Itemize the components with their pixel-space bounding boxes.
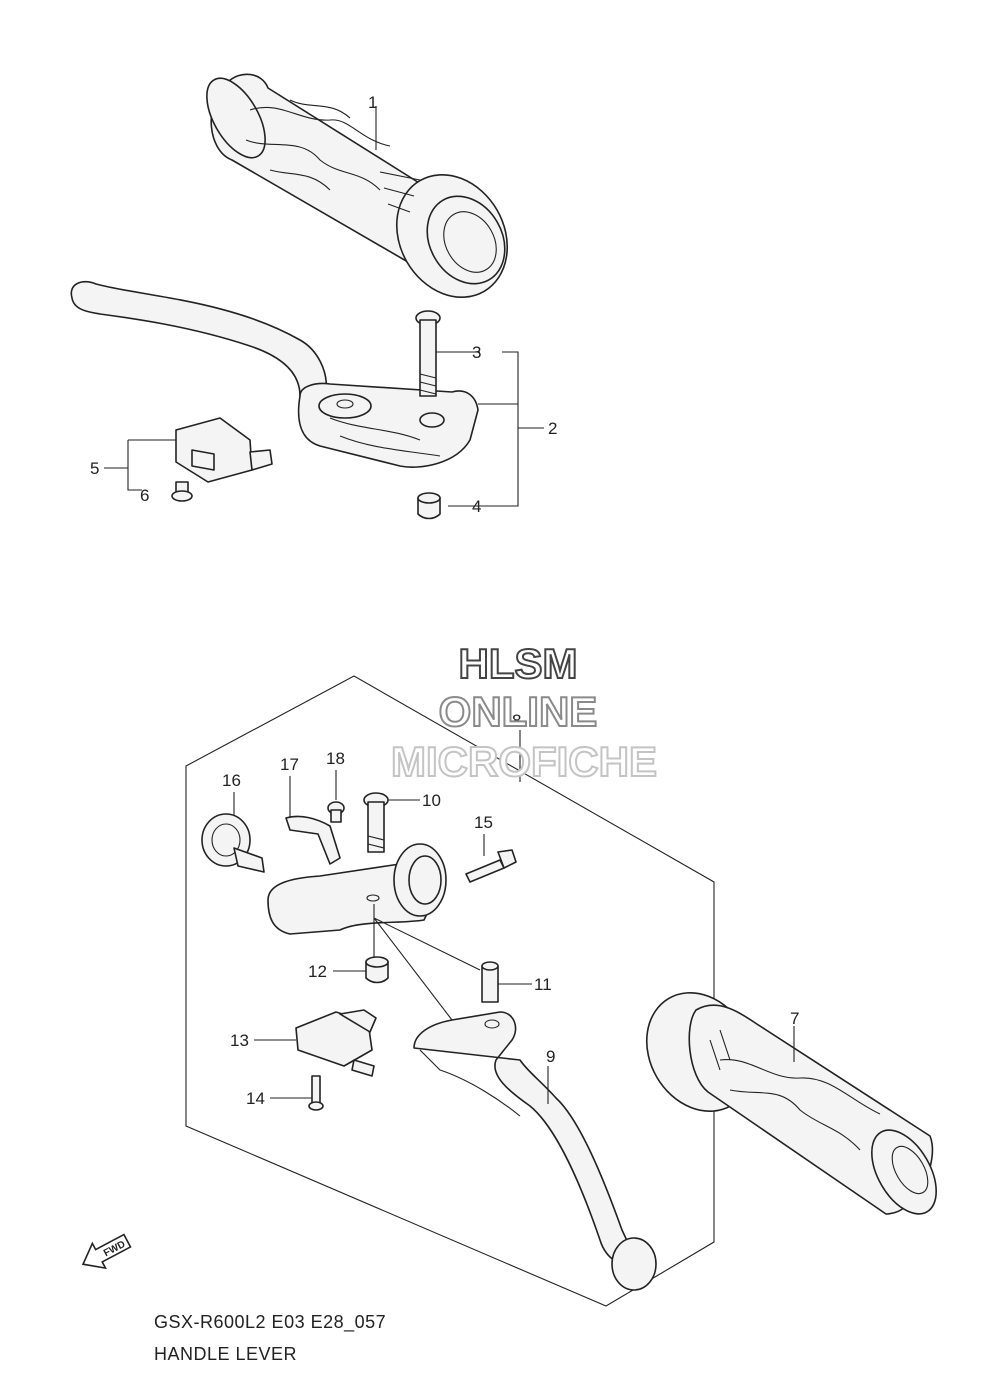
callout-6: 6 xyxy=(140,486,149,505)
watermark: HLSM ONLINE MICROFICHE xyxy=(390,639,658,786)
watermark-line-1: HLSM xyxy=(459,640,578,687)
grip-upper xyxy=(206,73,509,299)
nut-4 xyxy=(417,492,441,520)
callout-14: 14 xyxy=(246,1089,265,1108)
callout-17: 17 xyxy=(280,755,299,774)
callout-9: 9 xyxy=(546,1047,555,1066)
screw-6 xyxy=(171,481,193,502)
callout-7: 7 xyxy=(790,1009,799,1028)
grip-lower-7 xyxy=(645,991,937,1215)
spring-17 xyxy=(285,815,341,865)
assembly-frame-8 xyxy=(185,675,715,1307)
fwd-label: FWD xyxy=(102,1239,127,1259)
watermark-line-2: ONLINE xyxy=(439,688,598,735)
lever-bracket xyxy=(267,843,447,935)
section-title: HANDLE LEVER xyxy=(154,1344,297,1364)
callout-2: 2 xyxy=(548,419,557,438)
callout-11: 11 xyxy=(534,975,552,994)
collar-11 xyxy=(481,961,499,1003)
callout-8: 8 xyxy=(512,711,521,730)
clutch-lever-9 xyxy=(413,1011,657,1291)
switch-5 xyxy=(175,417,273,483)
callout-12: 12 xyxy=(308,962,327,981)
callout-1: 1 xyxy=(368,93,377,112)
pivot-bolt-3 xyxy=(415,310,441,397)
model-code: GSX-R600L2 E03 E28_057 xyxy=(154,1312,386,1333)
brake-lever-upper xyxy=(70,280,479,468)
callout-5: 5 xyxy=(90,459,99,478)
watermark-line-3: MICROFICHE xyxy=(391,738,657,785)
callout-18: 18 xyxy=(326,749,345,768)
callout-15: 15 xyxy=(474,813,493,832)
callout-16: 16 xyxy=(222,771,241,790)
adjuster-16 xyxy=(201,813,265,873)
switch-13 xyxy=(295,1009,377,1077)
screw-18 xyxy=(327,801,345,823)
fwd-arrow-icon: FWD xyxy=(81,1233,132,1270)
callout-13: 13 xyxy=(230,1031,249,1050)
callout-10: 10 xyxy=(422,791,441,810)
nut-12 xyxy=(365,956,389,984)
bolt-15 xyxy=(465,849,517,883)
callout-4: 4 xyxy=(472,497,481,516)
screw-14 xyxy=(308,1075,324,1111)
callout-3: 3 xyxy=(472,343,481,362)
pivot-bolt-10 xyxy=(363,792,389,853)
